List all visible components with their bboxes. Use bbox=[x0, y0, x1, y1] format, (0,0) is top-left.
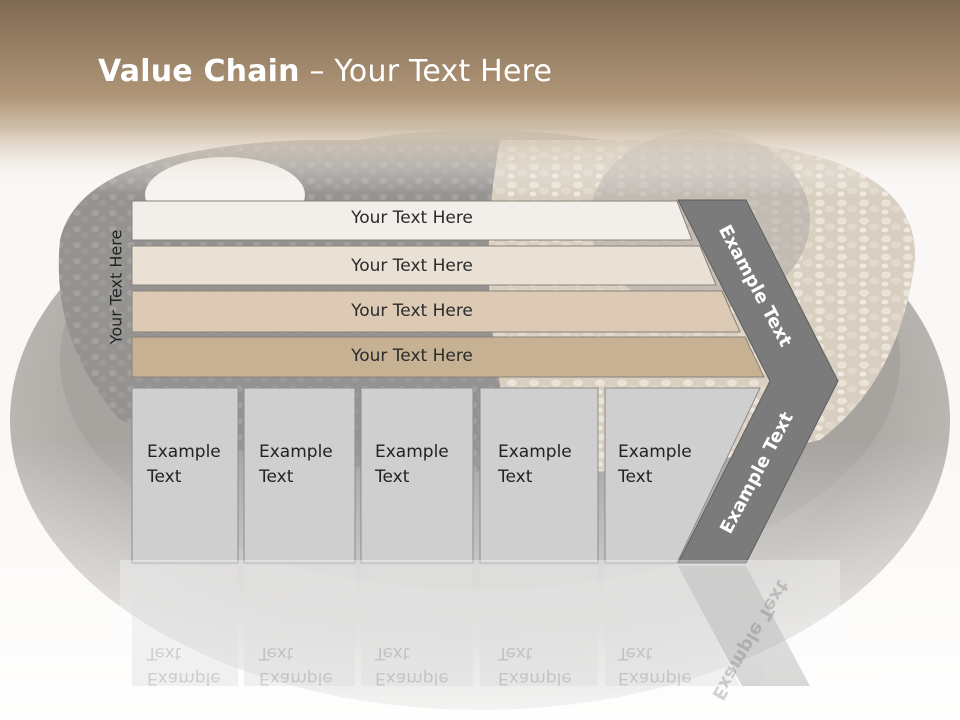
band-label-4: Your Text Here bbox=[351, 346, 473, 366]
band-1[interactable] bbox=[131, 200, 693, 241]
box-label-reflection-3: Example Text bbox=[375, 643, 449, 688]
box-2[interactable] bbox=[243, 387, 356, 564]
band-4[interactable] bbox=[131, 336, 765, 378]
box-label-5: Example Text bbox=[618, 442, 692, 487]
box-label-reflection-5: Example Text bbox=[618, 643, 692, 688]
box-label-reflection-2: Example Text bbox=[259, 643, 333, 688]
side-label: Your Text Here bbox=[106, 229, 126, 345]
band-label-3: Your Text Here bbox=[351, 301, 473, 321]
band-3[interactable] bbox=[131, 290, 741, 333]
title-bold: Value Chain bbox=[98, 54, 300, 89]
box-1[interactable] bbox=[131, 387, 239, 564]
box-3[interactable] bbox=[360, 387, 474, 564]
box-label-4: Example Text bbox=[498, 442, 572, 487]
band-label-1: Your Text Here bbox=[351, 208, 473, 228]
box-label-reflection-1: Example Text bbox=[147, 643, 221, 688]
box-4[interactable] bbox=[479, 387, 599, 564]
box-label-3: Example Text bbox=[375, 442, 449, 487]
box-label-reflection-4: Example Text bbox=[498, 643, 572, 688]
title-rest: – Your Text Here bbox=[299, 54, 553, 89]
band-2[interactable] bbox=[131, 245, 717, 286]
box-label-1: Example Text bbox=[147, 442, 221, 487]
band-label-2: Your Text Here bbox=[351, 256, 473, 276]
box-label-2: Example Text bbox=[259, 442, 333, 487]
slide-title: Value Chain – Your Text Here bbox=[98, 54, 552, 89]
